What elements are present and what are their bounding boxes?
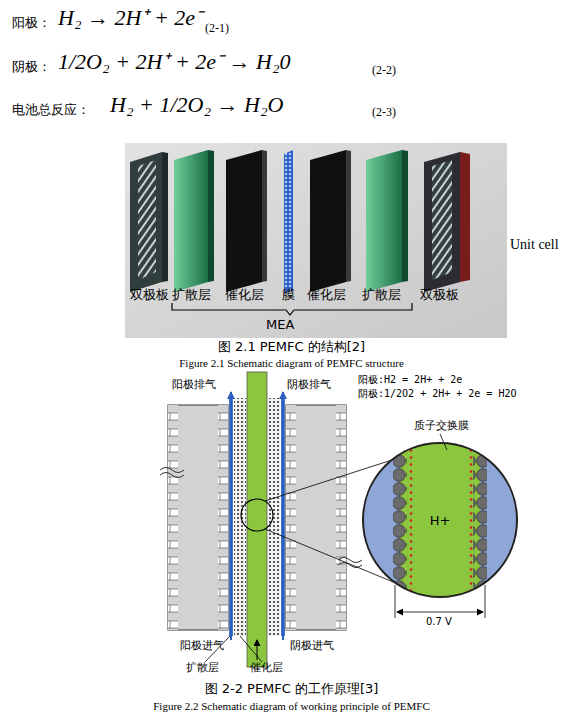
- zoom-circle: H+: [362, 442, 518, 598]
- dimension-label: 0.7 V: [426, 616, 452, 628]
- figure-caption: 图 2.1 PEMFC 的结构[2]: [0, 340, 583, 355]
- flow-label: 阴极排气: [287, 379, 331, 392]
- part-label: Unit cell: [510, 237, 559, 253]
- equation: H₂ + 1/2O₂ → H₂O: [110, 92, 283, 117]
- figure-caption: Figure 2.2 Schematic diagram of working …: [0, 700, 583, 713]
- part-label: 扩散层: [362, 288, 401, 303]
- part-label: 双极板: [130, 288, 169, 303]
- part-label: 扩散层: [186, 662, 219, 675]
- row-label: 电池总反应：: [12, 103, 90, 118]
- figure-caption: Figure 2.1 Schematic diagram of PEMFC st…: [0, 357, 583, 370]
- ion-label: H+: [430, 513, 451, 528]
- row-label: 阴极：: [12, 60, 51, 75]
- flow-label: 阳极排气: [172, 379, 216, 392]
- part-label: 催化层: [225, 288, 264, 303]
- part-label: 质子交换膜: [414, 420, 469, 433]
- row-label: 阳极：: [12, 16, 51, 31]
- part-label: 膜: [282, 288, 295, 303]
- flow-label: 阴极进气: [290, 640, 334, 653]
- equation-number: (2-2): [372, 64, 396, 78]
- group-label: MEA: [266, 318, 294, 333]
- equation-number: (2-1): [205, 22, 229, 36]
- flow-label: 阳极进气: [180, 640, 224, 653]
- reaction-note: 阳极:H2 = 2H+ + 2e: [358, 374, 462, 386]
- equation-number: (2-3): [372, 106, 396, 120]
- reaction-note: 阴极:1/2O2 + 2H+ + 2e = H2O: [358, 388, 516, 400]
- part-label: 催化层: [250, 662, 283, 675]
- equation: 1/2O₂ + 2H⁺ + 2e⁻ → H₂0: [58, 49, 291, 74]
- part-label: 双极板: [420, 288, 459, 303]
- equation: H₂ → 2H⁺ + 2e⁻: [58, 5, 202, 30]
- part-label: 扩散层: [172, 288, 211, 303]
- part-label: 催化层: [307, 288, 346, 303]
- figure-caption: 图 2-2 PEMFC 的工作原理[3]: [0, 682, 583, 697]
